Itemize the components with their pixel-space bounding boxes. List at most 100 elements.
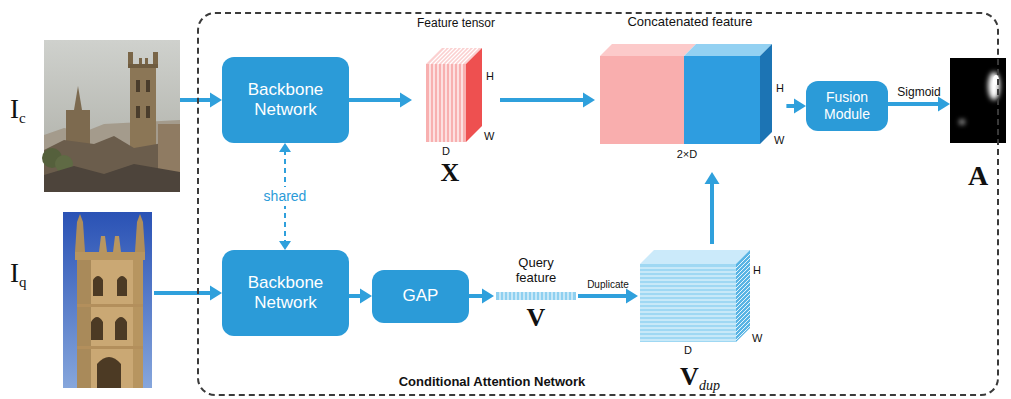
connector-line <box>578 294 628 298</box>
flow-arrow <box>349 289 372 304</box>
connector-line <box>180 98 212 102</box>
edge-label: shared <box>261 187 310 206</box>
arrowhead <box>210 286 222 301</box>
flow-arrow <box>500 93 595 108</box>
query-photo <box>93 276 103 296</box>
tensor-title: Feature tensor <box>417 16 495 30</box>
query-vector-bar <box>496 292 576 300</box>
arrowhead <box>705 172 720 184</box>
query-vector-bar <box>496 292 576 300</box>
flow-arrow <box>180 93 222 108</box>
context-photo <box>44 164 180 192</box>
query-vector-bar <box>500 292 572 300</box>
query-photo <box>77 346 143 349</box>
arrowhead <box>400 93 412 108</box>
box-label: Fusion Module <box>814 89 880 123</box>
query-photo <box>75 252 145 260</box>
dimension-label: D <box>442 145 450 158</box>
concatenated-cube <box>684 56 760 144</box>
flow-arrow <box>469 289 494 304</box>
concatenated-cube <box>684 44 772 56</box>
symbol-label: Vdup <box>680 356 720 398</box>
edge-label: Sigmoid <box>897 85 940 99</box>
feature-tensor-cube <box>426 48 482 142</box>
box-label: GAP <box>403 286 439 306</box>
connector-line <box>888 102 940 106</box>
arrowhead <box>482 289 494 304</box>
process-box: Backbone Network <box>222 250 349 336</box>
edge-label: Duplicate <box>587 279 629 291</box>
attention-map: A <box>950 58 1006 195</box>
tensor-title: Concatenated feature <box>627 14 752 30</box>
context-photo <box>128 64 158 68</box>
process-box: Backbone Network <box>222 57 349 143</box>
query-photo <box>113 236 121 252</box>
network-frame: Conditional Attention Network Backbone Ne… <box>197 12 999 396</box>
dimension-label: W <box>484 130 494 143</box>
symbol-label: V <box>527 305 546 331</box>
input-symbol: Iq <box>10 252 27 295</box>
query-photo <box>99 236 107 252</box>
arrowhead <box>279 143 291 152</box>
query-photo <box>135 222 145 252</box>
frame-title: Conditional Attention Network <box>399 374 586 390</box>
feature-tensor: Feature tensorHDWX <box>412 12 500 197</box>
attention-map-image <box>959 120 965 125</box>
query-photo <box>77 304 143 307</box>
dimension-label: W <box>752 332 762 345</box>
box-label: Backbone Network <box>234 80 338 121</box>
query-photo <box>77 214 83 222</box>
duplicated-tensor: H D W Vdup <box>638 244 778 399</box>
query-photo <box>63 212 152 388</box>
duplicated-cube <box>640 254 750 340</box>
context-photo <box>136 106 140 118</box>
concatenated-cube <box>760 44 772 144</box>
dimension-label: H <box>753 264 761 277</box>
duplicated-cube <box>640 250 750 264</box>
context-photo <box>74 86 82 110</box>
symbol-label: A <box>968 162 988 190</box>
flow-arrow <box>349 93 412 108</box>
query-photo <box>75 222 85 252</box>
context-photo <box>146 106 150 118</box>
context-photo <box>44 120 180 192</box>
query-photo <box>133 258 143 388</box>
dimension-label: H <box>776 82 784 95</box>
input-symbol: Ic <box>10 88 26 131</box>
dimension-label: 2×D <box>677 148 698 161</box>
duplicated-cube <box>640 250 750 342</box>
arrowhead <box>210 93 222 108</box>
connector-line <box>469 294 484 298</box>
process-box: GAP <box>372 270 469 323</box>
dimension-label: D <box>684 344 692 357</box>
connector-line <box>349 98 402 102</box>
concatenated-cube <box>600 56 684 144</box>
query-image: Iq <box>6 212 154 388</box>
query-photo <box>115 317 127 340</box>
arrowhead <box>360 289 372 304</box>
input-image: Ic <box>6 40 180 192</box>
concatenated-cube <box>600 44 696 56</box>
process-box: Fusion Module <box>806 81 888 131</box>
context-photo <box>44 40 180 192</box>
query-photo <box>117 276 127 296</box>
query-vector: Query featureV <box>494 255 578 347</box>
flow-arrow <box>705 172 720 244</box>
query-photo <box>91 317 103 340</box>
feature-tensor-cube <box>466 48 482 142</box>
arrowhead <box>626 289 638 304</box>
concat-tensor: Concatenated featureH 2×D W <box>595 10 786 172</box>
vector-title: Query feature <box>505 255 567 285</box>
connector-line <box>710 182 714 244</box>
flow-arrow <box>786 99 806 114</box>
dimension-label: W <box>774 134 784 147</box>
dimension-label: H <box>486 70 494 83</box>
arrowhead <box>583 93 595 108</box>
query-photo <box>77 258 91 388</box>
box-label: Backbone Network <box>234 273 338 314</box>
context-photo <box>42 40 180 192</box>
